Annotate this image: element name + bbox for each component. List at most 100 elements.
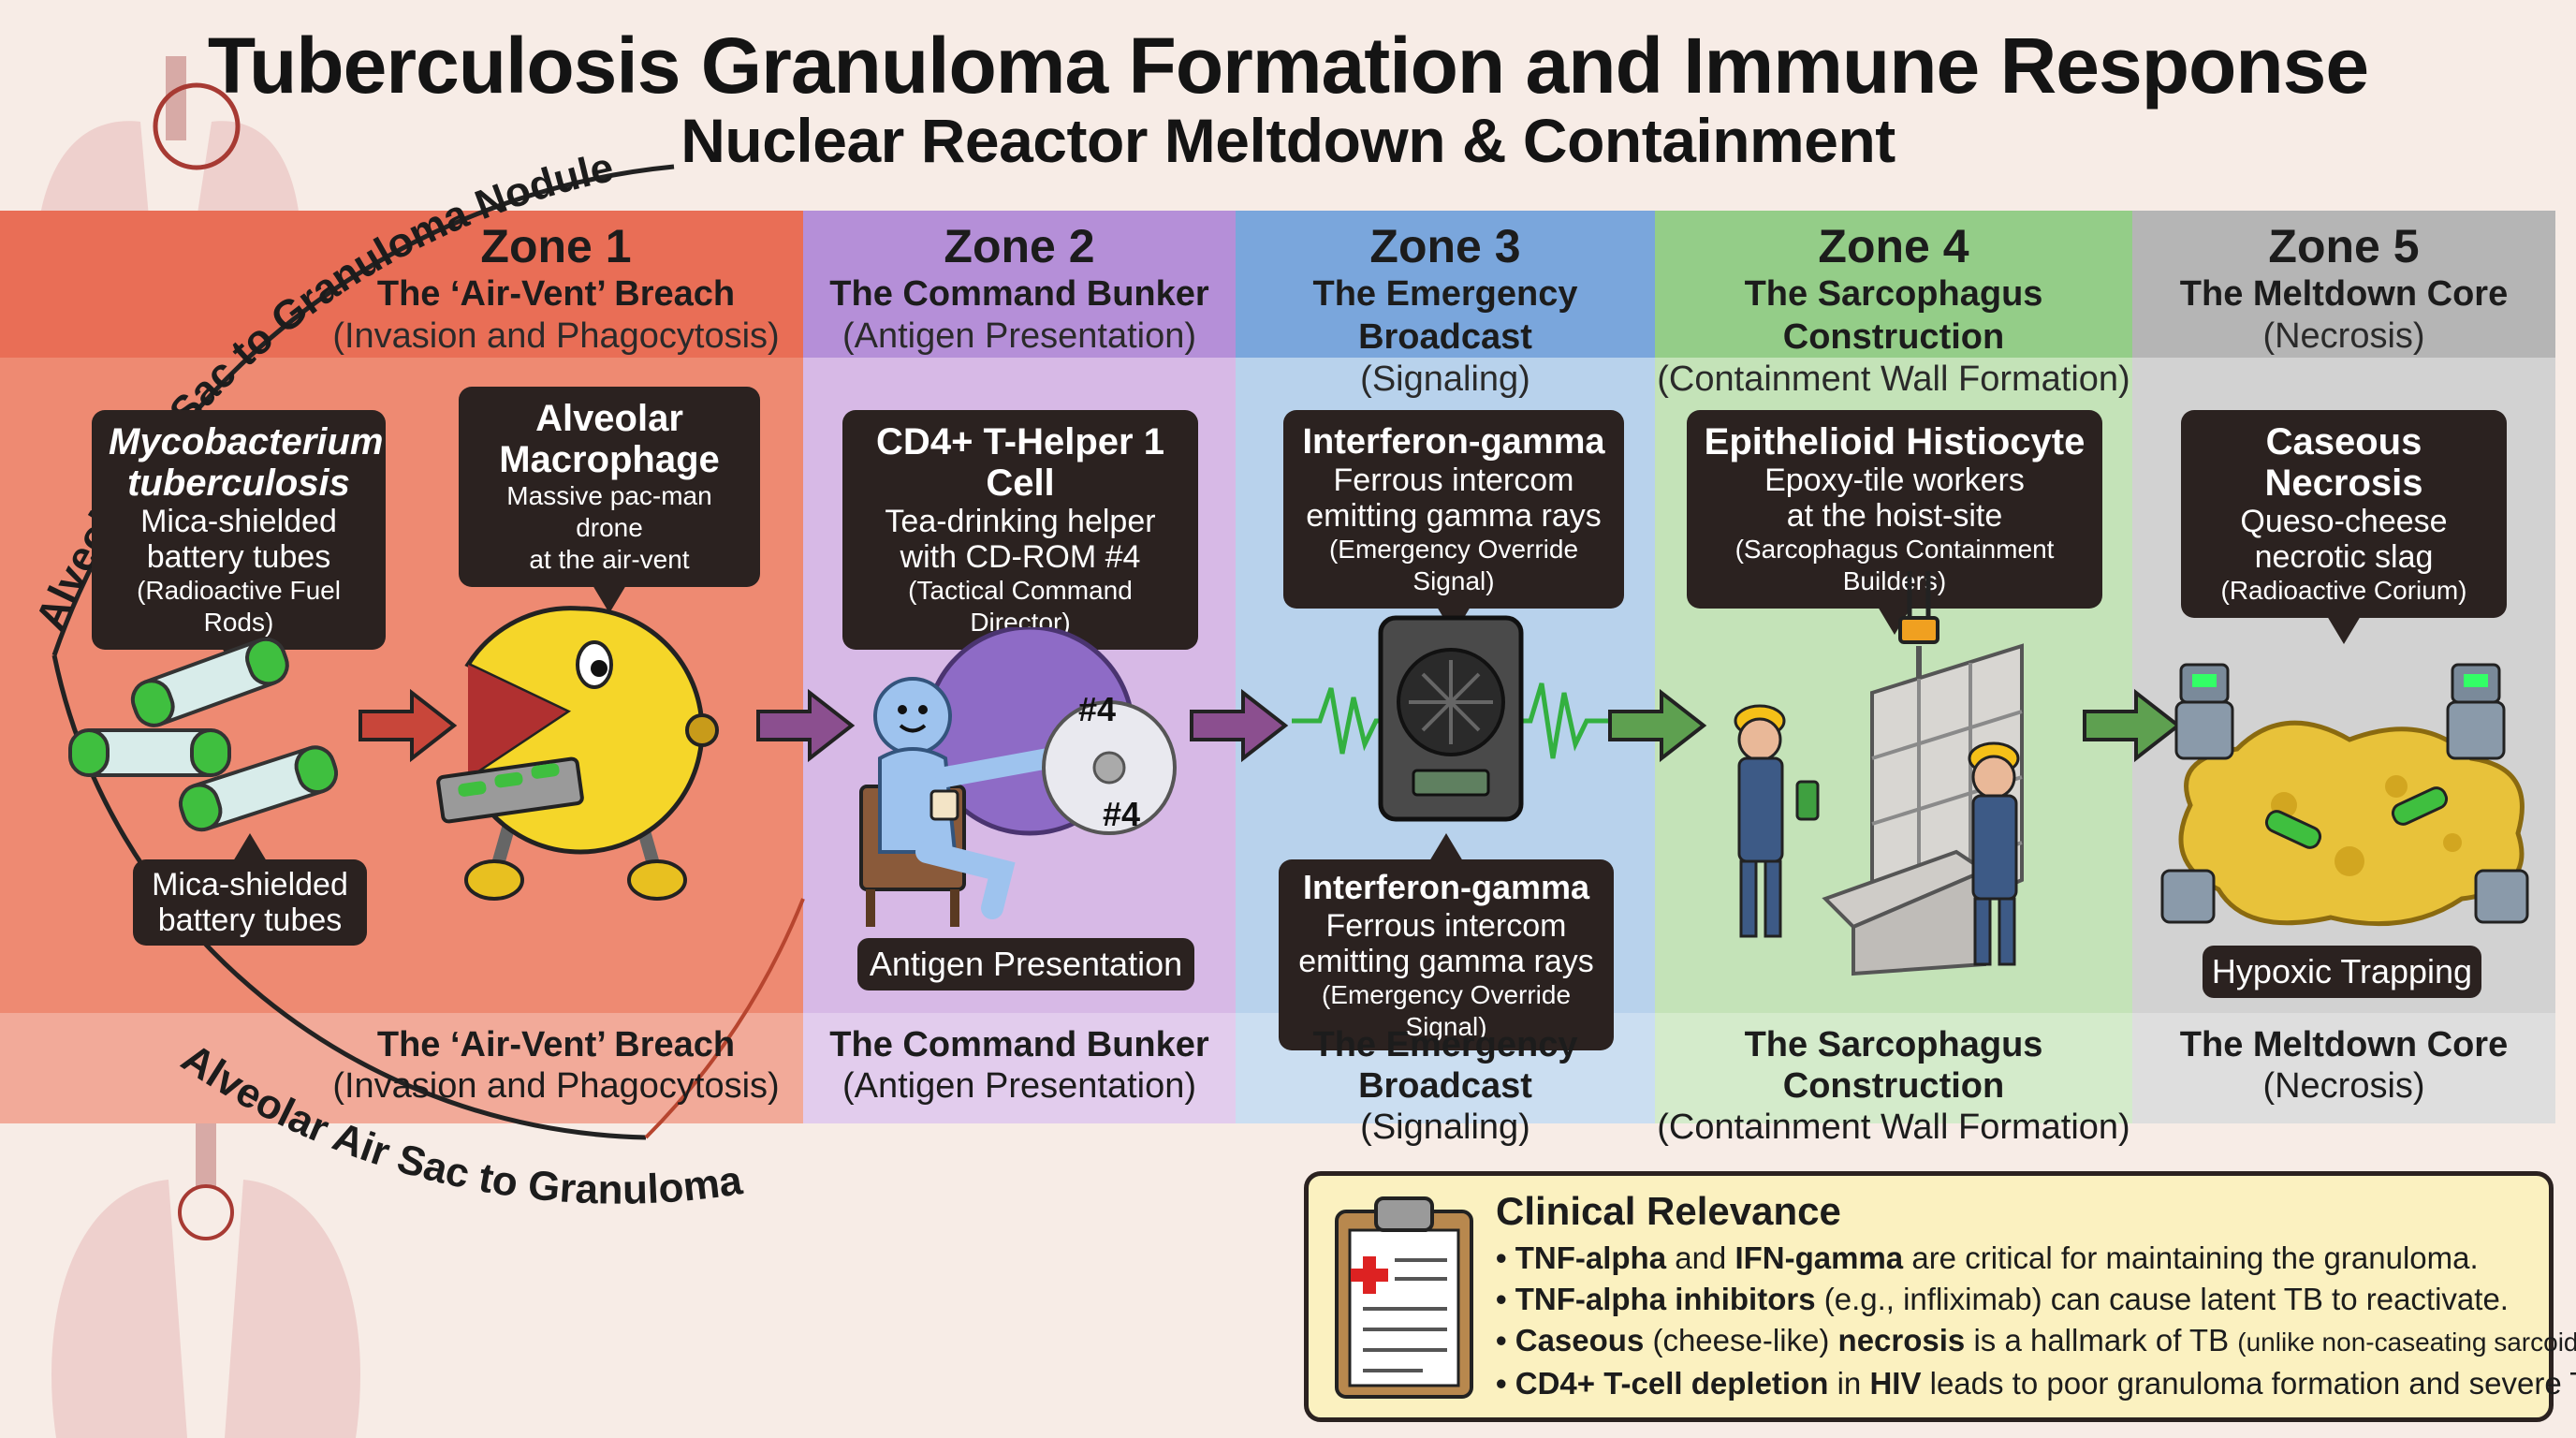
zone-1-title: The ‘Air-Vent’ Breach — [376, 274, 736, 314]
zone-3-footer-sub: (Signaling) — [1360, 1108, 1530, 1147]
clinical-item-1-t1: and — [1666, 1240, 1735, 1275]
clinical-item-3-b2: necrosis — [1837, 1323, 1966, 1357]
zone-5-title: The Meltdown Core — [2179, 274, 2509, 314]
macrophage-callout-line1: Massive pac-man drone — [506, 481, 712, 542]
clinical-item-3-small: (unlike non-caseating sarcoidosis). — [2237, 1328, 2576, 1357]
clinical-item-1-b2: IFN-gamma — [1734, 1240, 1904, 1275]
clinical-item-1-b1: TNF-alpha — [1515, 1240, 1667, 1275]
clinical-item-3-b1: Caseous — [1515, 1323, 1645, 1357]
hypoxic-trapping-label: Hypoxic Trapping — [2203, 946, 2481, 998]
ifn-gamma-callout-bottom: Interferon-gamma Ferrous intercom emitti… — [1279, 833, 1614, 1050]
ifn-callout-bottom-title: Interferon-gamma — [1302, 868, 1590, 906]
ifn-callout-top-title: Interferon-gamma — [1302, 422, 1605, 462]
clinical-item-4-b2: HIV — [1869, 1366, 1922, 1401]
intercom-speaker-illustration — [1292, 615, 1610, 822]
zone-3-footer: The Emergency Broadcast (Signaling) — [1236, 1013, 1655, 1147]
ifn-callout-top-line2: emitting gamma rays — [1306, 498, 1602, 534]
epithelioid-callout-line2: at the hoist-site — [1786, 498, 2003, 534]
zone-2-header-bg — [803, 211, 1236, 358]
zone-4-title: The Sarcophagus Construction — [1744, 274, 2043, 357]
clinical-item-1: TNF-alpha and IFN-gamma are critical for… — [1496, 1238, 2576, 1279]
clinical-item-4: CD4+ T-cell depletion in HIV leads to po… — [1496, 1363, 2576, 1404]
t-helper-cell-illustration: #4 #4 — [859, 627, 1177, 927]
battery-tubes-illustration — [68, 637, 339, 832]
zone-2-title: The Command Bunker — [829, 274, 1209, 314]
clipboard-icon — [1335, 1196, 1473, 1399]
epithelioid-callout-title: Epithelioid Histiocyte — [1704, 421, 2086, 462]
clinical-heading: Clinical Relevance — [1496, 1189, 1841, 1233]
arrow-2 — [756, 688, 856, 763]
clinical-relevance-box: Clinical Relevance TNF-alpha and IFN-gam… — [1304, 1171, 2576, 1422]
cd4-callout-title: CD4+ T-Helper 1 Cell — [876, 421, 1164, 504]
zone-4-header: Zone 4 The Sarcophagus Construction (Con… — [1655, 211, 2132, 399]
zone-5-footer: The Meltdown Core (Necrosis) — [2132, 1013, 2555, 1123]
arrow-1 — [359, 688, 458, 763]
zone-3-header-bg — [1236, 211, 1655, 358]
clinical-item-2-t1: (e.g., infliximab) can cause latent TB t… — [1815, 1282, 2509, 1316]
page-title: Tuberculosis Granuloma Formation and Imm… — [207, 22, 2369, 110]
mtb-callout-line2: battery tubes — [146, 539, 331, 575]
clinical-item-1-t2: are critical for maintaining the granulo… — [1903, 1240, 2479, 1275]
zone-2-number: Zone 2 — [944, 220, 1095, 272]
zone-1-header: Zone 1 The ‘Air-Vent’ Breach (Invasion a… — [309, 211, 803, 358]
zone-2-footer-sub: (Antigen Presentation) — [842, 1066, 1197, 1106]
caseous-callout-line1: Queso-cheese — [2240, 504, 2448, 539]
zone-4-footer-sub: (Containment Wall Formation) — [1657, 1108, 2130, 1147]
caseous-callout-title: Caseous Necrosis — [2264, 421, 2423, 504]
zone-2-header: Zone 2 The Command Bunker (Antigen Prese… — [803, 211, 1236, 358]
cd4-callout-line1: Tea-drinking helper — [885, 504, 1156, 539]
mtb-callout-title: Mycobacterium tuberculosis — [109, 421, 384, 504]
ifn-callout-bottom-line2: emitting gamma rays — [1298, 944, 1594, 979]
mtb-callout-small: (Radioactive Fuel Rods) — [137, 576, 341, 637]
cd4-callout-line2: with CD-ROM #4 — [900, 539, 1141, 575]
cd4-callout: CD4+ T-Helper 1 Cell Tea-drinking helper… — [842, 410, 1198, 676]
zone-2-footer: The Command Bunker (Antigen Presentation… — [803, 1013, 1236, 1123]
antigen-presentation-label: Antigen Presentation — [857, 938, 1194, 990]
zone-3-number: Zone 3 — [1369, 220, 1521, 272]
arrow-4 — [1608, 688, 1707, 763]
zone-1-sub: (Invasion and Phagocytosis) — [332, 316, 780, 356]
macrophage-callout-line2: at the air-vent — [529, 545, 690, 574]
caseous-callout-line2: necrotic slag — [2254, 539, 2434, 575]
zone-4-footer: The Sarcophagus Construction (Containmen… — [1655, 1013, 2132, 1147]
battery-tubes-label: Mica-shielded battery tubes — [133, 833, 367, 946]
clinical-item-3-t1: (cheese-like) — [1644, 1323, 1838, 1357]
zone-5-number: Zone 5 — [2268, 220, 2420, 272]
macrophage-callout: Alveolar Macrophage Massive pac-man dron… — [459, 387, 760, 613]
zone-1-footer-title: The ‘Air-Vent’ Breach — [376, 1025, 736, 1064]
zone-5-header-bg — [2132, 211, 2555, 358]
ifn-callout-top-line1: Ferrous intercom — [1333, 462, 1574, 498]
zone-1-number: Zone 1 — [480, 220, 632, 272]
cd-label-bottom: #4 — [1103, 795, 1140, 833]
zone-4-header-bg — [1655, 211, 2132, 358]
zone-2-footer-title: The Command Bunker — [829, 1025, 1209, 1064]
zone-5-footer-title: The Meltdown Core — [2179, 1025, 2509, 1064]
zone-3-footer-title: The Emergency Broadcast — [1312, 1025, 1578, 1106]
caseous-callout: Caseous Necrosis Queso-cheese necrotic s… — [2181, 410, 2507, 644]
sarcophagus-construction-illustration — [1734, 571, 2024, 976]
clinical-item-2: TNF-alpha inhibitors (e.g., infliximab) … — [1496, 1279, 2576, 1320]
arrow-5 — [2083, 688, 2182, 763]
zone-1-header-bg — [0, 211, 803, 358]
zone-3-title: The Emergency Broadcast — [1312, 274, 1578, 357]
epithelioid-callout-line1: Epoxy-tile workers — [1764, 462, 2025, 498]
cd-label-top: #4 — [1078, 690, 1116, 728]
mtb-callout-line1: Mica-shielded — [140, 504, 337, 539]
clinical-list: TNF-alpha and IFN-gamma are critical for… — [1496, 1238, 2576, 1404]
arrow-3 — [1190, 688, 1289, 763]
clinical-item-4-t1: in — [1828, 1366, 1870, 1401]
zone-2-sub: (Antigen Presentation) — [842, 316, 1197, 356]
page-subtitle: Nuclear Reactor Meltdown & Containment — [681, 106, 1895, 175]
zone-5-sub: (Necrosis) — [2262, 316, 2425, 356]
caseous-callout-small: (Radioactive Corium) — [2220, 576, 2467, 605]
zone-4-footer-title: The Sarcophagus Construction — [1744, 1025, 2043, 1106]
zone-3-sub: (Signaling) — [1360, 360, 1530, 399]
macrophage-pacman-illustration — [436, 606, 719, 901]
zone-4-sub: (Containment Wall Formation) — [1657, 360, 2130, 399]
zone-5-footer-sub: (Necrosis) — [2262, 1066, 2425, 1106]
macrophage-callout-title: Alveolar Macrophage — [499, 398, 720, 480]
zone-footer-band — [0, 1013, 2555, 1123]
ifn-gamma-callout-top: Interferon-gamma Ferrous intercom emitti… — [1283, 410, 1624, 635]
clinical-item-3: Caseous (cheese-like) necrosis is a hall… — [1496, 1320, 2576, 1363]
zone-1-footer: The ‘Air-Vent’ Breach (Invasion and Phag… — [309, 1013, 803, 1123]
